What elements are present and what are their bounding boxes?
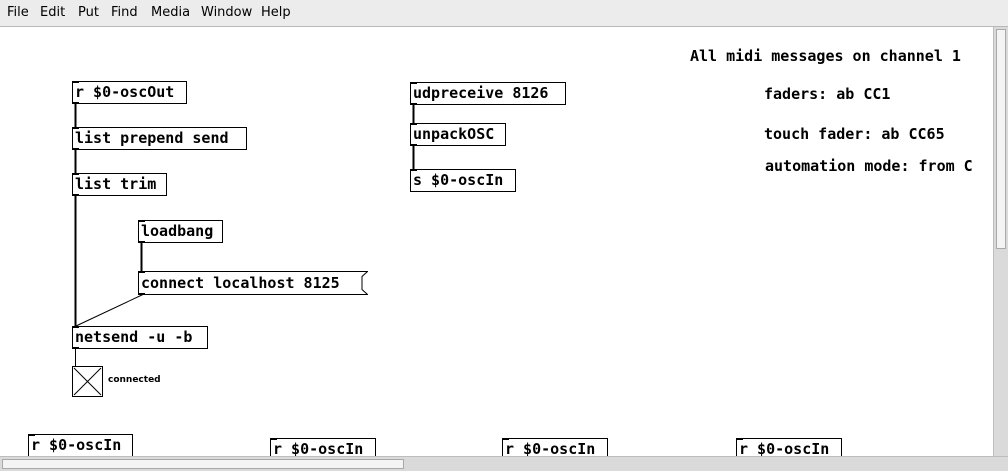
vertical-scrollbar[interactable] bbox=[993, 27, 1008, 456]
inlet-handle[interactable] bbox=[138, 220, 145, 222]
inlet-handle[interactable] bbox=[72, 173, 79, 175]
object-text: list trim bbox=[75, 175, 157, 193]
comment-faders: faders: ab CC1 bbox=[764, 85, 891, 103]
outlet-handle[interactable] bbox=[410, 103, 417, 105]
object-text: list prepend send bbox=[75, 129, 229, 147]
inlet-handle[interactable] bbox=[410, 82, 417, 84]
comment-automation-mode: automation mode: from C bbox=[765, 157, 973, 175]
inlet-handle[interactable] bbox=[72, 127, 79, 129]
inlet-handle[interactable] bbox=[270, 438, 277, 440]
horizontal-scrollbar-thumb[interactable] bbox=[2, 459, 404, 469]
object-text: netsend -u -b bbox=[75, 328, 193, 346]
outlet-handle[interactable] bbox=[138, 241, 145, 243]
outlet-handle[interactable] bbox=[410, 144, 417, 146]
object-r-oscin-1[interactable]: r $0-oscIn bbox=[28, 434, 133, 456]
toggle-connected[interactable] bbox=[72, 366, 103, 397]
inlet-handle[interactable] bbox=[72, 81, 79, 83]
object-text: s $0-oscIn bbox=[413, 171, 504, 189]
menu-edit[interactable]: Edit bbox=[40, 5, 66, 20]
object-s-oscin[interactable]: s $0-oscIn bbox=[410, 169, 516, 192]
inlet-handle[interactable] bbox=[410, 123, 417, 125]
toggle-x-mark bbox=[73, 367, 102, 396]
object-netsend[interactable]: netsend -u -b bbox=[72, 326, 208, 349]
object-text: unpackOSC bbox=[413, 125, 495, 143]
menu-window[interactable]: Window bbox=[201, 5, 253, 20]
comment-midi-channel: All midi messages on channel 1 bbox=[690, 47, 961, 65]
object-text: loadbang bbox=[141, 222, 214, 240]
object-text: r $0-oscIn bbox=[739, 440, 830, 456]
menu-find[interactable]: Find bbox=[111, 5, 138, 20]
object-text: r $0-oscIn bbox=[31, 436, 122, 454]
object-r-oscin-3[interactable]: r $0-oscIn bbox=[502, 438, 608, 456]
object-text: udpreceive 8126 bbox=[413, 84, 549, 102]
object-r-oscout[interactable]: r $0-oscOut bbox=[72, 81, 187, 104]
inlet-handle[interactable] bbox=[502, 438, 509, 440]
object-list-trim[interactable]: list trim bbox=[72, 173, 167, 196]
comment-touch-fader: touch fader: ab CC65 bbox=[764, 125, 945, 143]
object-r-oscin-4[interactable]: r $0-oscIn bbox=[736, 438, 842, 456]
object-unpackosc[interactable]: unpackOSC bbox=[410, 123, 506, 146]
patch-canvas[interactable]: r $0-oscOut list prepend send list trim … bbox=[0, 27, 993, 456]
menu-put[interactable]: Put bbox=[78, 5, 99, 20]
inlet-handle[interactable] bbox=[28, 434, 35, 436]
object-text: r $0-oscIn bbox=[273, 440, 364, 456]
toggle-label: connected bbox=[108, 375, 161, 385]
outlet-handle[interactable] bbox=[72, 148, 79, 150]
menu-bar: File Edit Put Find Media Window Help bbox=[0, 0, 1008, 27]
object-text: r $0-oscOut bbox=[75, 83, 175, 101]
menu-help[interactable]: Help bbox=[261, 5, 291, 20]
vertical-scrollbar-thumb[interactable] bbox=[996, 29, 1006, 249]
object-list-prepend-send[interactable]: list prepend send bbox=[72, 127, 247, 150]
inlet-handle[interactable] bbox=[72, 326, 79, 328]
outlet-handle[interactable] bbox=[72, 102, 79, 104]
patch-connections bbox=[74, 103, 415, 367]
horizontal-scrollbar[interactable] bbox=[0, 456, 1008, 471]
object-r-oscin-2[interactable]: r $0-oscIn bbox=[270, 438, 376, 456]
outlet-handle[interactable] bbox=[72, 347, 79, 349]
message-text: connect localhost 8125 bbox=[141, 274, 340, 292]
outlet-handle[interactable] bbox=[72, 194, 79, 196]
wire-connect-to-netsend bbox=[75, 293, 145, 327]
message-connect-localhost[interactable]: connect localhost 8125 bbox=[138, 271, 368, 295]
menu-file[interactable]: File bbox=[7, 5, 29, 20]
object-loadbang[interactable]: loadbang bbox=[138, 220, 223, 243]
message-box-outline bbox=[138, 271, 368, 295]
object-text: r $0-oscIn bbox=[505, 440, 596, 456]
inlet-handle[interactable] bbox=[410, 169, 417, 171]
menu-media[interactable]: Media bbox=[151, 5, 191, 20]
object-udpreceive[interactable]: udpreceive 8126 bbox=[410, 82, 566, 105]
inlet-handle[interactable] bbox=[736, 438, 743, 440]
